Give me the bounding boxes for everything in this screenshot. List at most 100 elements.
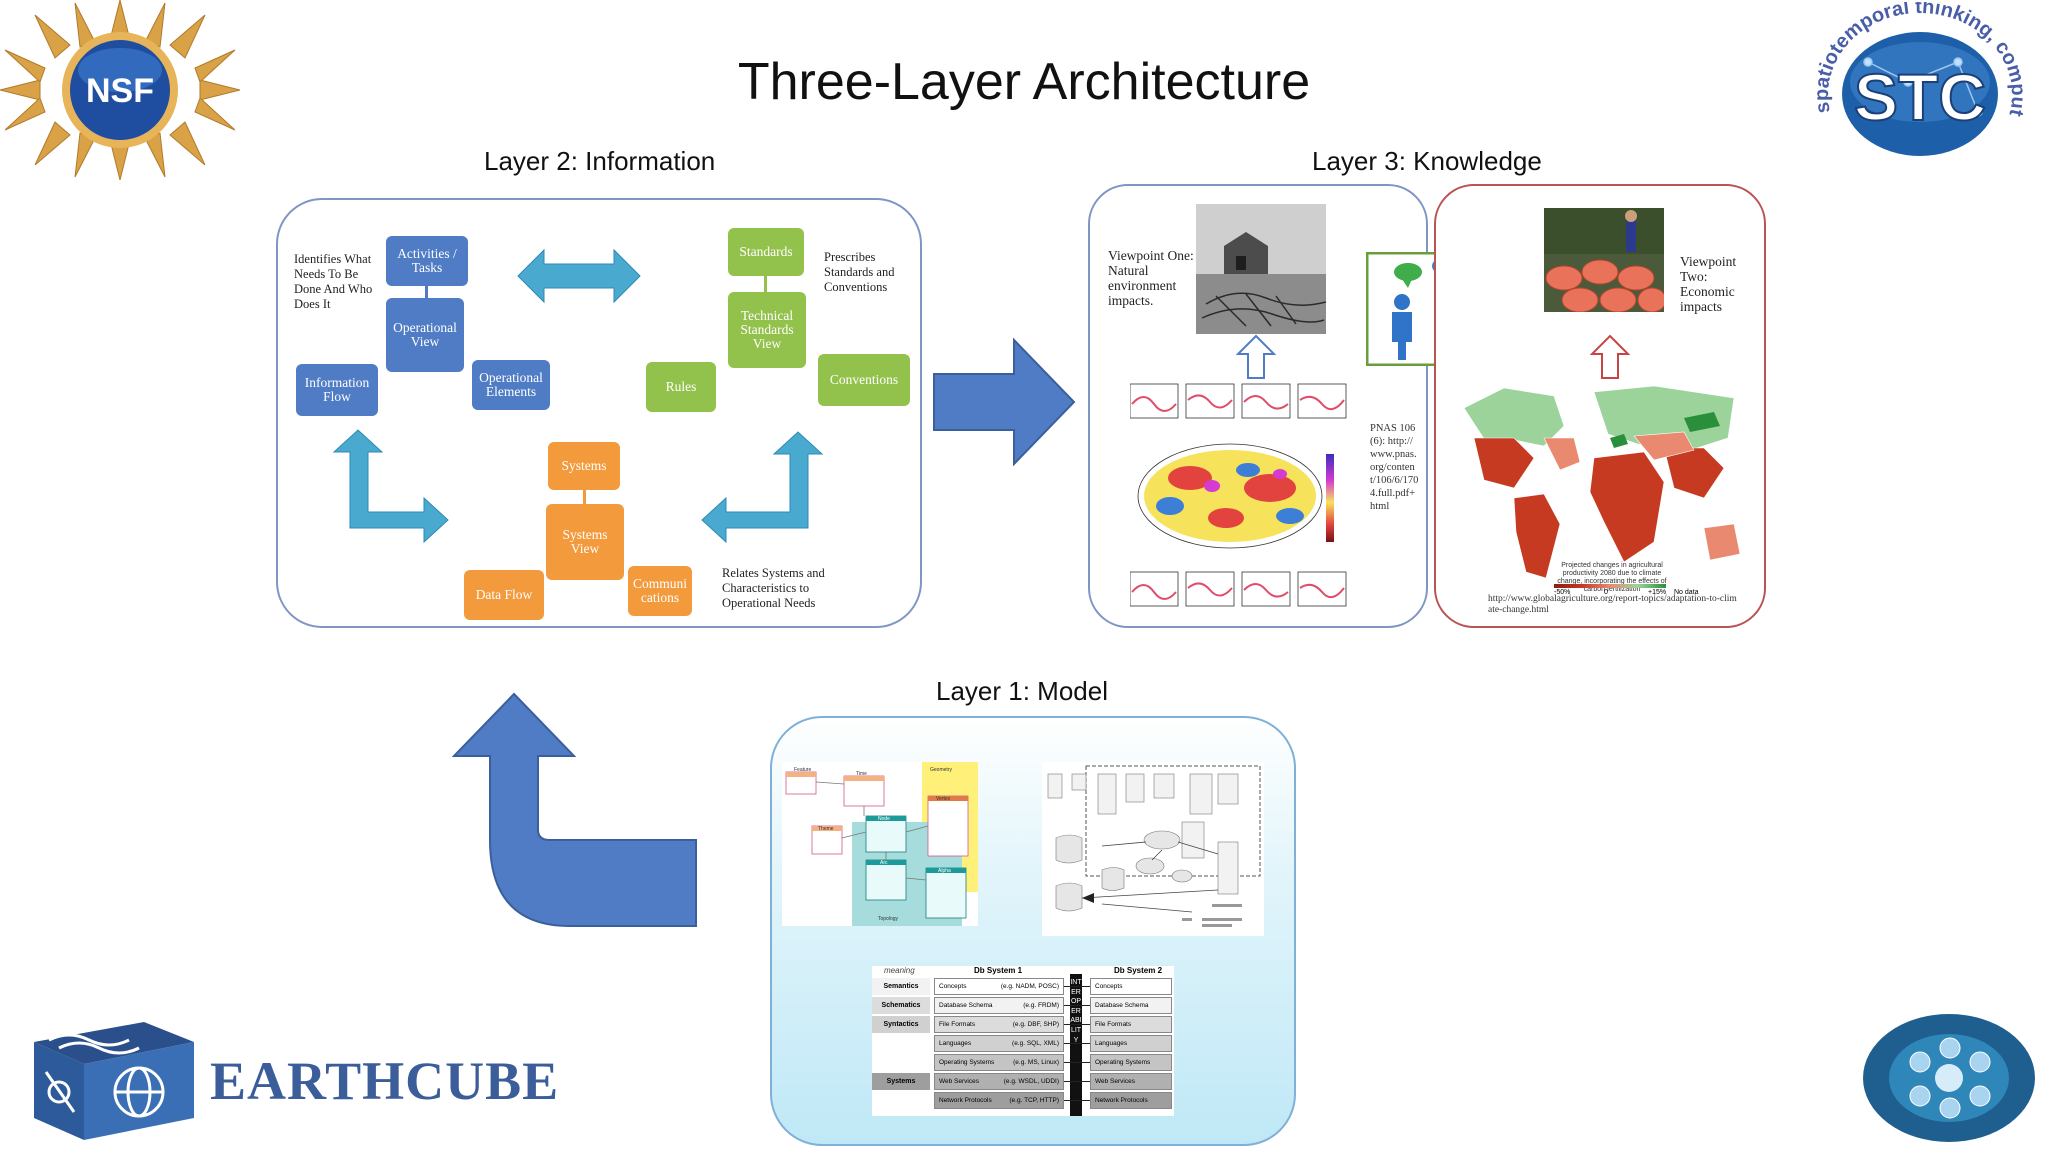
layer1-label: Layer 1: Model: [936, 676, 1108, 706]
stc-logo-graphic: spatiotemporal thinking, computing and a…: [1802, 0, 2029, 156]
interop-vertical-label: INTEROPERABILITY: [1070, 979, 1082, 1044]
interop-row: Network Protocols(e.g. TCP, HTTP)Network…: [872, 1092, 1174, 1109]
interop-db2-cell: Web Services: [1090, 1073, 1172, 1090]
technical-standards-view-box: Technical Standards View: [728, 292, 806, 368]
interop-db1-label: Network Protocols: [939, 1097, 992, 1104]
er-entity-feature: Feature: [794, 767, 811, 773]
layer3-label: Layer 3: Knowledge: [1312, 146, 1542, 176]
hollow-up-arrow-left: [1236, 334, 1276, 379]
er-entity-geometry: Geometry: [930, 767, 952, 773]
interop-arrow: [1064, 1062, 1090, 1063]
operational-note: Identifies What Needs To Be Done And Who…: [294, 252, 373, 311]
interop-row: Syntactics File Formats (e.g. DBF, SHP)Fil…: [872, 1016, 1174, 1033]
earthcube-logo: EARTHCUBE: [14, 1012, 574, 1142]
interop-db2-cell: Network Protocols: [1090, 1092, 1172, 1109]
layer2-information-panel: Identifies What Needs To Be Done And Who…: [276, 198, 922, 628]
interop-db1-cell: Concepts(e.g. NADM, POSC): [934, 978, 1064, 995]
interop-arrow: [1064, 1005, 1090, 1006]
interop-arrow: [1064, 1024, 1090, 1025]
interop-example: (e.g. SQL, XML): [1012, 1040, 1059, 1047]
map-legend: -50% 0 +15% No data: [1554, 584, 1704, 598]
interop-db1-label: Operating Systems: [939, 1059, 995, 1066]
interop-db1-cell: File Formats (e.g. DBF, SHP): [934, 1016, 1064, 1033]
map-legend-bar: [1554, 584, 1666, 588]
er-entity-time: Time: [856, 771, 867, 777]
dust-bowl-photo: [1196, 204, 1326, 334]
legend-zero: 0: [1604, 589, 1608, 596]
interop-row: Languages (e.g. SQL, XML)Languages: [872, 1035, 1174, 1052]
interop-db1-label: File Formats: [939, 1021, 976, 1028]
er-entity-vertex: Vertex: [936, 796, 951, 802]
interop-example: (e.g. MS, Linux): [1013, 1059, 1059, 1066]
col-db1: Db System 1: [974, 966, 1023, 975]
data-flow-box: Data Flow: [464, 570, 544, 620]
operational-view-box: Operational View: [386, 298, 464, 372]
interoperability-table: meaning Db System 1 Db System 2 INTEROPE…: [872, 966, 1174, 1116]
viewpoint-two-text: Viewpoint Two: Economic impacts: [1680, 254, 1737, 314]
col-db2: Db System 2: [1114, 966, 1163, 975]
interop-db1-label: Concepts: [939, 983, 967, 990]
interop-example: (e.g. DBF, SHP): [1012, 1021, 1059, 1028]
page-title: Three-Layer Architecture: [737, 53, 1311, 111]
viewpoint-two-panel: Viewpoint Two: Economic impacts Projecte…: [1434, 184, 1766, 628]
stc-logo: spatiotemporal thinking, computing and a…: [1802, 0, 2032, 178]
interop-arrow: [1064, 1081, 1090, 1082]
interop-level: [872, 1092, 930, 1109]
interop-arrow: [1064, 986, 1090, 987]
map-caption: Projected changes in agricultural produc…: [1557, 562, 1667, 593]
col-meaning: meaning: [884, 966, 915, 975]
viewpoint-one-panel: Viewpoint One: Natural environment impac…: [1088, 184, 1428, 628]
interop-db1-cell: Network Protocols (e.g. TCP, HTTP): [934, 1092, 1064, 1109]
interop-db1-cell: Languages (e.g. SQL, XML): [934, 1035, 1064, 1052]
nsf-logo: NSF: [0, 0, 241, 181]
legend-nodata: No data: [1674, 589, 1699, 596]
technical-connector: [764, 276, 767, 292]
earthcube-cube-icon: [34, 1022, 194, 1140]
er-entity-node: Node: [878, 816, 890, 822]
interop-db2-cell: Operating Systems: [1090, 1054, 1172, 1071]
interop-row: Operating Systems(e.g. MS, Linux)Operati…: [872, 1054, 1174, 1071]
globalagriculture-reference: http://www.globalagriculture.org/report-…: [1488, 594, 1737, 615]
er-diagram-thumbnail: Feature Time Geometry Vertex Theme Node …: [782, 762, 978, 926]
interop-db2-cell: Database Schema: [1090, 997, 1172, 1014]
legend-min: -50%: [1554, 589, 1571, 596]
layer2-internal-arrows: [332, 248, 824, 544]
climate-model-charts: [1130, 383, 1347, 607]
communications-box: Communi cations: [628, 566, 692, 616]
double-arrow-horizontal: [517, 248, 641, 304]
er-entity-topology: Topology: [878, 916, 899, 922]
activities-tasks-box: Activities / Tasks: [386, 236, 468, 286]
interop-arrow: [1064, 1043, 1090, 1044]
flowchart-thumbnail: [1042, 762, 1264, 936]
systems-box: Systems: [548, 442, 620, 490]
architecture-circle-logo: [1860, 1012, 2038, 1144]
information-flow-box: Information Flow: [296, 364, 378, 416]
rules-box: Rules: [646, 362, 716, 412]
interop-db1-cell: Web Services(e.g. WSDL, UDDI): [934, 1073, 1064, 1090]
standards-box: Standards: [728, 228, 804, 276]
interop-db1-cell: Operating Systems (e.g. MS, Linux): [934, 1054, 1064, 1071]
interop-db2-cell: Concepts: [1090, 978, 1172, 995]
er-entity-theme: Theme: [818, 826, 834, 832]
interop-level: Schematics: [872, 997, 930, 1014]
agriculture-impact-world-map: [1463, 385, 1741, 579]
big-arrow-right: [933, 337, 1076, 466]
interop-level: Systems: [872, 1073, 930, 1090]
interop-db1-label: Languages: [939, 1040, 972, 1047]
interop-level: Semantics: [872, 978, 930, 995]
big-arrow-up: [451, 692, 697, 927]
nsf-logo-graphic: NSF: [0, 0, 241, 181]
interop-example: (e.g. TCP, HTTP): [1009, 1097, 1059, 1104]
interop-level: [872, 1035, 930, 1052]
interop-level: Syntactics: [872, 1016, 930, 1033]
operational-connector: [425, 286, 428, 298]
interop-example: (e.g. WSDL, UDDI): [1003, 1078, 1059, 1085]
up-left-arrow-right: [701, 431, 824, 544]
viewpoint-one-text: Viewpoint One: Natural environment impac…: [1108, 248, 1194, 308]
systems-note: Relates Systems and Characteristics to O…: [722, 566, 825, 610]
systems-view-box: Systems View: [546, 504, 624, 580]
legend-max: +15%: [1648, 589, 1667, 596]
